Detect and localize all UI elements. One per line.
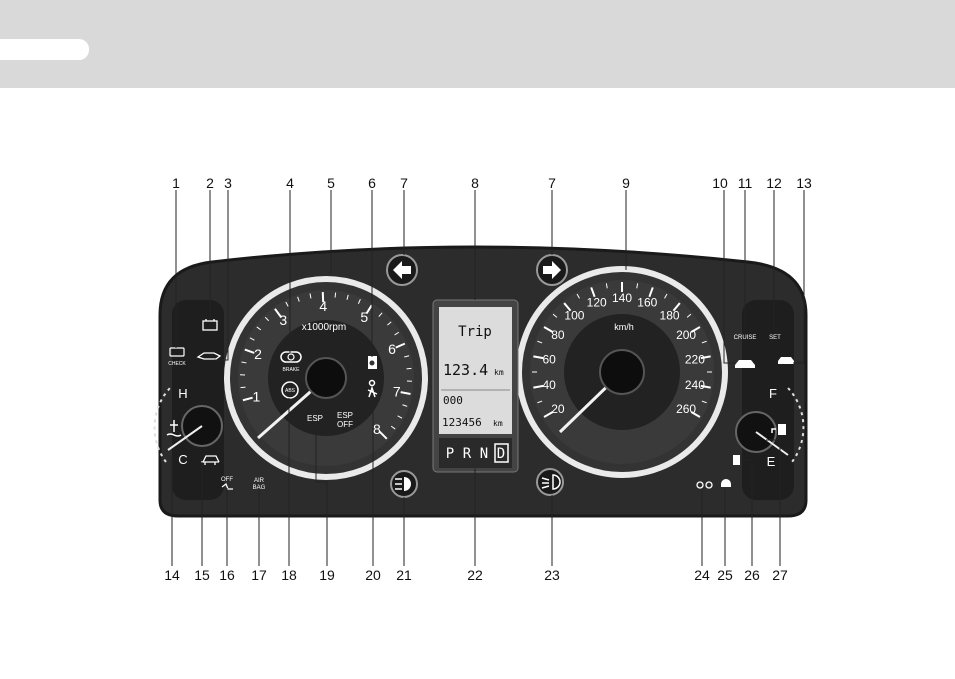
callout-number: 16 bbox=[219, 567, 235, 583]
callout-number: 5 bbox=[327, 175, 335, 191]
fuel-full-label: F bbox=[769, 386, 777, 401]
speedometer-unit-label: km/h bbox=[614, 322, 634, 332]
rear-car-icon bbox=[778, 357, 794, 364]
callout-number: 8 bbox=[471, 175, 479, 191]
scale-label: 3 bbox=[279, 312, 287, 328]
callout-number: 17 bbox=[251, 567, 267, 583]
right-turn-signal-icon bbox=[537, 255, 567, 285]
callout-number: 21 bbox=[396, 567, 412, 583]
esp-label: ESP bbox=[307, 414, 323, 423]
callout-number: 27 bbox=[772, 567, 788, 583]
callout-number: 14 bbox=[164, 567, 180, 583]
scale-label: 180 bbox=[660, 309, 680, 323]
callout-number: 6 bbox=[368, 175, 376, 191]
scale-label: 160 bbox=[637, 296, 657, 310]
airbag-warning-icon: AIR BAG bbox=[253, 478, 266, 491]
callout-number: 11 bbox=[738, 175, 753, 191]
scale-label: 220 bbox=[685, 352, 705, 366]
airbag-label-line1: AIR bbox=[254, 478, 265, 484]
callout-number: 7 bbox=[548, 175, 556, 191]
tachometer-unit-label: x1000rpm bbox=[302, 322, 346, 333]
gear-letter: P bbox=[446, 446, 454, 462]
gear-letter: D bbox=[497, 446, 505, 462]
tachometer-hub bbox=[306, 358, 346, 398]
callout-number: 12 bbox=[766, 175, 782, 191]
scale-label: 60 bbox=[542, 352, 556, 366]
scale-label: 80 bbox=[551, 328, 565, 342]
callout-number: 7 bbox=[400, 175, 408, 191]
callout-number: 9 bbox=[622, 175, 630, 191]
callout-number: 13 bbox=[796, 175, 812, 191]
speedometer-hub bbox=[600, 350, 644, 394]
lcd-trip-unit: km bbox=[494, 368, 504, 377]
fuel-empty-label: E bbox=[767, 454, 776, 469]
scale-label: 120 bbox=[587, 296, 607, 310]
callout-number: 2 bbox=[206, 175, 214, 191]
callout-number: 25 bbox=[717, 567, 733, 583]
temp-cold-label: C bbox=[178, 452, 187, 467]
cruise-label: CRUISE bbox=[734, 335, 757, 341]
scale-label: 5 bbox=[360, 309, 368, 325]
scale-label: 240 bbox=[685, 378, 705, 392]
scale-label: 6 bbox=[388, 341, 396, 357]
temp-hot-label: H bbox=[178, 386, 187, 401]
seat-off-label: OFF bbox=[221, 477, 233, 483]
lcd-odometer: 123456 bbox=[442, 416, 482, 429]
callout-number: 24 bbox=[694, 567, 710, 583]
minor-tick bbox=[406, 368, 411, 369]
callout-number: 18 bbox=[281, 567, 297, 583]
scale-label: 2 bbox=[254, 346, 262, 362]
scale-label: 20 bbox=[551, 402, 565, 416]
callout-number: 19 bbox=[319, 567, 335, 583]
left-turn-signal-icon bbox=[387, 255, 417, 285]
scale-label: 7 bbox=[393, 383, 401, 399]
scale-label: 40 bbox=[542, 378, 556, 392]
callout-number: 20 bbox=[365, 567, 381, 583]
door-open-icon bbox=[368, 356, 377, 369]
right-side-panel bbox=[742, 300, 794, 500]
callout-number: 22 bbox=[467, 567, 483, 583]
lcd-odometer-unit: km bbox=[493, 419, 503, 428]
lcd-trip-value: 123.4 bbox=[443, 361, 488, 379]
set-label: SET bbox=[769, 335, 781, 341]
scale-label: 100 bbox=[564, 309, 584, 323]
callout-number: 10 bbox=[712, 175, 728, 191]
callout-number: 15 bbox=[194, 567, 210, 583]
callout-number: 1 bbox=[172, 175, 180, 191]
scale-label: 260 bbox=[676, 402, 696, 416]
esp-off-label-line2: OFF bbox=[337, 420, 353, 429]
scale-label: 140 bbox=[612, 291, 632, 305]
abs-label: ABS bbox=[285, 388, 296, 394]
scale-label: 8 bbox=[373, 421, 381, 437]
lcd-line3: 000 bbox=[443, 394, 463, 407]
low-fuel-icon bbox=[733, 455, 740, 465]
callout-number: 4 bbox=[286, 175, 294, 191]
callout-number: 3 bbox=[224, 175, 232, 191]
gear-letter: R bbox=[463, 446, 472, 462]
gear-letter: N bbox=[480, 446, 488, 462]
minor-tick bbox=[335, 293, 336, 298]
minor-tick bbox=[241, 387, 246, 388]
brake-label: BRAKE bbox=[283, 367, 301, 373]
lcd-trip-label: Trip bbox=[458, 324, 492, 340]
check-label: CHECK bbox=[168, 361, 186, 367]
scale-label: 200 bbox=[676, 328, 696, 342]
front-fog-light-icon bbox=[537, 469, 563, 495]
esp-off-label-line1: ESP bbox=[337, 411, 353, 420]
high-beam-icon bbox=[391, 471, 417, 497]
scale-label: 4 bbox=[319, 298, 327, 314]
callout-numbers-bottom: 14 15 16 17 18 19 20 21 22 23 24 25 26 27 bbox=[164, 567, 788, 583]
callout-number: 26 bbox=[744, 567, 760, 583]
scale-label: 1 bbox=[253, 389, 261, 405]
callout-number: 23 bbox=[544, 567, 560, 583]
